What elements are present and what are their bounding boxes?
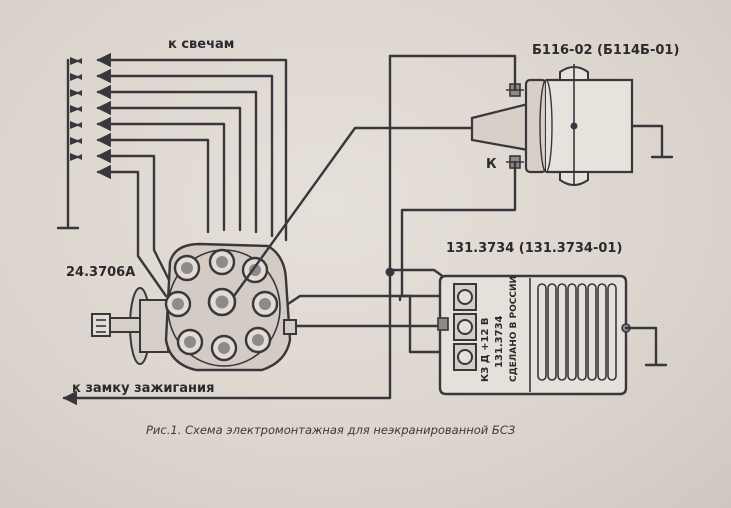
figure-caption: Рис.1. Схема электромонтажная для неэкра… [146,423,516,437]
switch-terminal-marks: КЗ Д +12 В [480,317,491,382]
switch-origin-mark: СДЕЛАНО В РОССИИ [509,276,519,382]
switch-marking: КЗ Д +12 В 131.3734 СДЕЛАНО В РОССИИ [480,276,519,382]
label-to-spark-plugs: к свечам [168,37,234,52]
label-distributor-model: 24.3706А [66,265,135,280]
switch-terminals [437,283,477,371]
label-to-ignition-lock: к замку зажигания [72,381,215,396]
spark-plug-symbols [70,57,82,161]
label-coil-model: Б116-02 (Б114Б-01) [532,43,679,58]
distributor [91,242,297,372]
switch-model-mark: 131.3734 [494,315,505,368]
spark-plug-wires [96,52,288,298]
distributor-cap-terminals [164,248,279,362]
spark-plug-ground-bus [56,57,82,230]
ignition-switch-module: КЗ Д +12 В 131.3734 СДЕЛАНО В РОССИИ [437,274,668,396]
switch-cooling-fins [537,283,617,381]
label-switch-model: 131.3734 (131.3734-01) [446,241,622,256]
label-coil-terminal: К [486,157,497,172]
ignition-coil [470,64,674,186]
